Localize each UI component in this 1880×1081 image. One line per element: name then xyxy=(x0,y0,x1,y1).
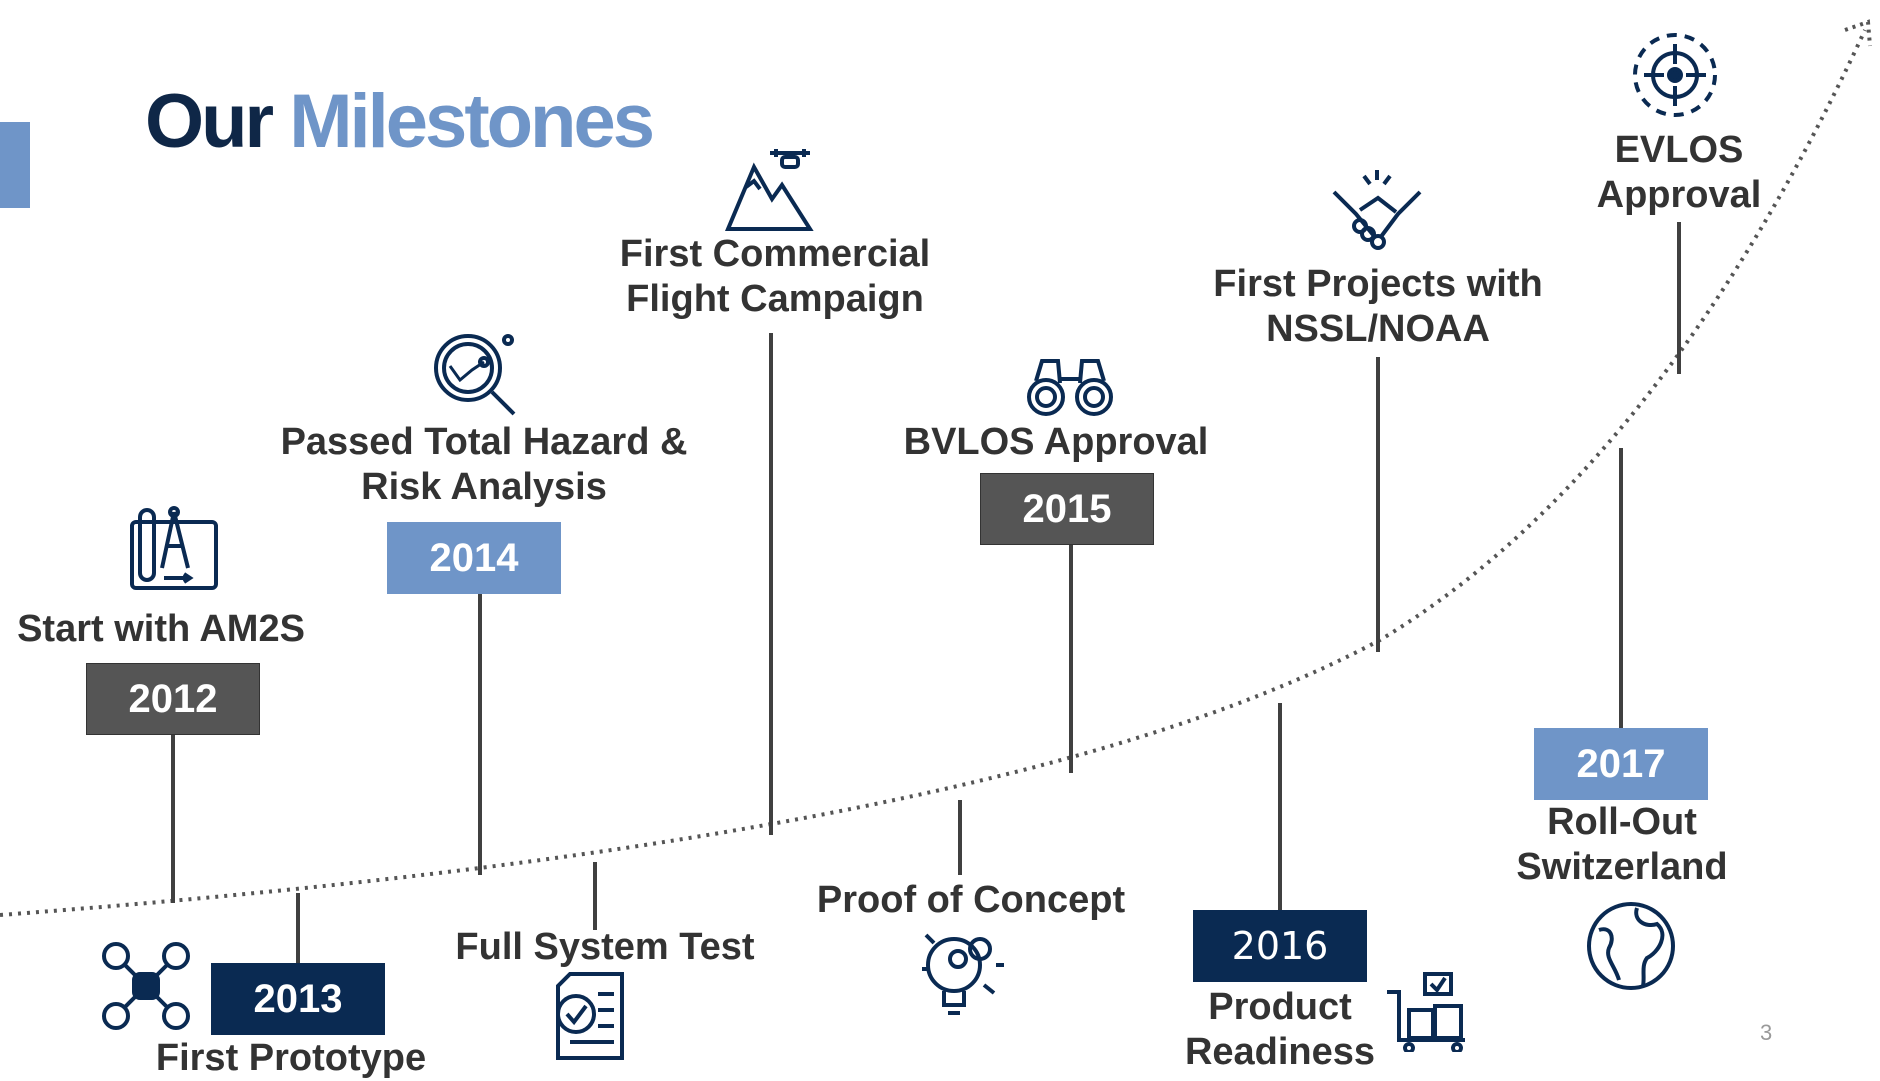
handshake-icon xyxy=(1330,168,1424,256)
stem-2012 xyxy=(171,735,175,903)
title-part1: Our xyxy=(145,79,274,164)
lightbulb-gears-icon xyxy=(918,925,1004,1017)
checklist-document-icon xyxy=(550,970,630,1062)
stem-2014 xyxy=(478,592,482,875)
page-number: 3 xyxy=(1760,1020,1773,1045)
trend-arrowhead xyxy=(1844,19,1872,47)
stem-2015 xyxy=(1069,545,1073,773)
label-roll-out-switzerland: Roll-Out Switzerland xyxy=(1516,801,1728,888)
label-first-projects-nssl: First Projects with NSSL/NOAA xyxy=(1213,263,1543,350)
compass-target-icon xyxy=(1630,30,1720,120)
label-first-commercial: First Commercial Flight Campaign xyxy=(619,233,931,320)
label-full-system-test: Full System Test xyxy=(455,926,755,968)
stem-first-commercial xyxy=(769,333,773,835)
stem-evlos xyxy=(1677,222,1681,374)
year-2016: 2016 xyxy=(1193,910,1367,982)
label-first-prototype: First Prototype xyxy=(155,1037,427,1079)
stem-nssl xyxy=(1376,357,1380,652)
stem-2017 xyxy=(1619,448,1623,728)
stem-2016 xyxy=(1278,703,1282,913)
accent-bar xyxy=(0,122,30,208)
year-2014: 2014 xyxy=(387,522,561,594)
year-2015: 2015 xyxy=(980,473,1154,545)
year-2012: 2012 xyxy=(86,663,260,735)
title-part2: Milestones xyxy=(289,79,655,164)
label-product-readiness: Product Readiness xyxy=(1184,986,1376,1073)
label-bvlos-approval: BVLOS Approval xyxy=(903,421,1209,463)
blueprint-compass-icon xyxy=(128,502,220,594)
delivery-cart-icon xyxy=(1385,970,1471,1052)
stem-2013 xyxy=(296,893,300,963)
mountain-drone-icon xyxy=(724,145,816,231)
page-title: Our Milestones xyxy=(145,78,655,165)
stem-proof-of-concept xyxy=(958,800,962,875)
magnifier-analytics-icon xyxy=(428,328,522,418)
label-hazard-risk: Passed Total Hazard & Risk Analysis xyxy=(280,421,688,508)
year-2017: 2017 xyxy=(1534,728,1708,800)
label-evlos-approval: EVLOS Approval xyxy=(1596,129,1762,216)
label-start-am2s: Start with AM2S xyxy=(17,608,305,650)
drone-icon xyxy=(98,940,194,1032)
year-2013: 2013 xyxy=(211,963,385,1035)
binoculars-icon xyxy=(1026,355,1114,419)
stem-full-system xyxy=(593,862,597,930)
label-proof-of-concept: Proof of Concept xyxy=(816,879,1126,921)
globe-icon xyxy=(1585,900,1677,992)
